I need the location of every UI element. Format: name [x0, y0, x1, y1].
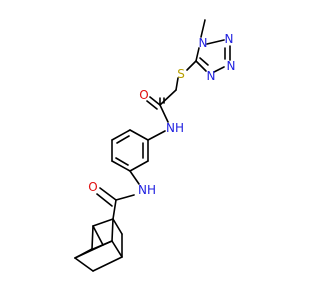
bonds: [74, 19, 231, 272]
bond-ad-12: [102, 240, 113, 246]
bond-benzene-inner-2: [115, 157, 129, 166]
atom-n-ring-bottom: N: [207, 69, 216, 83]
bond-ring-n1-n2: [206, 39, 225, 45]
bond-carbonyl-nh: [159, 104, 169, 123]
bond-amide-c-o: [99, 187, 117, 201]
molecule-structure: N N N N S O NH NH O: [74, 19, 235, 272]
bond-ring-n3-n4: [213, 66, 225, 73]
bond-amide-c-o-double: [96, 193, 113, 207]
bond-ad-13: [92, 225, 104, 246]
bond-benzene-2: [129, 160, 149, 172]
bond-benzene-6: [129, 129, 149, 141]
bond-ad-11: [74, 244, 104, 259]
bond-ad-10: [92, 256, 123, 272]
atom-n-ring-right: N: [227, 59, 236, 73]
bond-benzene-5: [111, 129, 131, 141]
bond-nh-benzene: [147, 130, 166, 141]
bond-ring-c5-n1: [195, 47, 200, 62]
bond-ad-7: [111, 240, 123, 258]
bond-ad-4: [91, 225, 94, 250]
atom-n-ring-top: N: [225, 32, 234, 46]
bond-s-ch2: [175, 77, 179, 91]
atom-oxygen-bottom: O: [88, 180, 97, 194]
bond-ad-2: [112, 218, 123, 235]
bond-ring-n4-c5: [195, 60, 207, 72]
atom-nh-bottom: NH: [138, 183, 156, 197]
atom-oxygen-top: O: [139, 88, 148, 102]
atom-labels: N N N N S O NH NH O: [88, 32, 235, 197]
bond-amide-adamantane: [112, 199, 117, 220]
bond-nh-amide-c: [115, 194, 135, 201]
bond-ring-n4-c5-double: [199, 57, 209, 66]
atom-sulfur: S: [177, 67, 185, 81]
bond-c5-s: [186, 60, 197, 71]
atom-n-methyl: N: [199, 36, 208, 50]
bond-carbonyl-o-left: [149, 96, 161, 106]
bond-methyl: [200, 19, 206, 38]
bond-ch2-carbonyl: [159, 89, 177, 106]
bond-ad-9: [74, 257, 94, 272]
bond-carbonyl-o-left-2: [146, 100, 158, 110]
bond-benzene-3: [111, 160, 131, 172]
bond-benzene-inner-3: [116, 135, 130, 144]
bond-ad-1: [92, 218, 114, 227]
atom-nh-top: NH: [166, 121, 184, 135]
bond-benzene-nh-lower: [129, 170, 140, 185]
bond-ad-3: [111, 218, 114, 242]
